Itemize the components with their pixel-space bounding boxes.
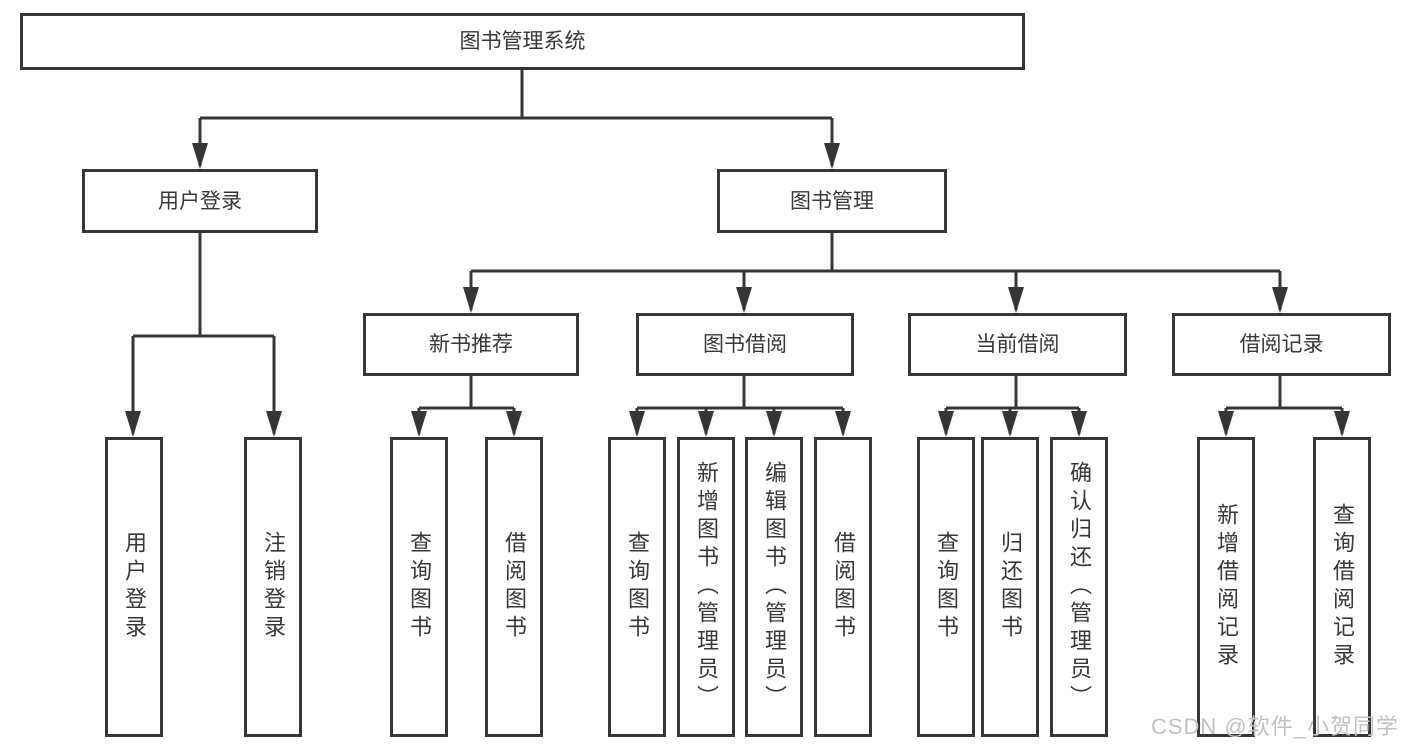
node-system: 图书管理系统 (20, 13, 1025, 70)
leaf-borrow-query-books: 查询图书 (608, 437, 666, 737)
leaf-borrow-borrow-books: 借阅图书 (814, 437, 872, 737)
node-book-management: 图书管理 (717, 169, 947, 233)
leaf-logout: 注销登录 (244, 437, 302, 737)
csdn-watermark: CSDN @软件_小贺同学 (1150, 714, 1399, 739)
leaf-current-confirm-return-admin: 确认归还（管理员） (1050, 437, 1108, 737)
node-borrow-records: 借阅记录 (1172, 313, 1391, 376)
leaf-records-add-record: 新增借阅记录 (1197, 437, 1255, 737)
leaf-borrow-edit-books-admin: 编辑图书（管理员） (745, 437, 803, 737)
node-book-borrow: 图书借阅 (636, 313, 854, 376)
node-current-borrow: 当前借阅 (908, 313, 1127, 376)
leaf-records-query-record: 查询借阅记录 (1313, 437, 1371, 737)
node-new-book-recommend: 新书推荐 (363, 313, 579, 376)
node-user-login: 用户登录 (82, 169, 318, 233)
leaf-current-query-books: 查询图书 (917, 437, 975, 737)
leaf-current-return-books: 归还图书 (981, 437, 1039, 737)
leaf-user-login: 用户登录 (105, 437, 163, 737)
leaf-recommend-query-books: 查询图书 (390, 437, 448, 737)
leaf-recommend-borrow-books: 借阅图书 (485, 437, 543, 737)
leaf-borrow-add-books-admin: 新增图书（管理员） (677, 437, 735, 737)
